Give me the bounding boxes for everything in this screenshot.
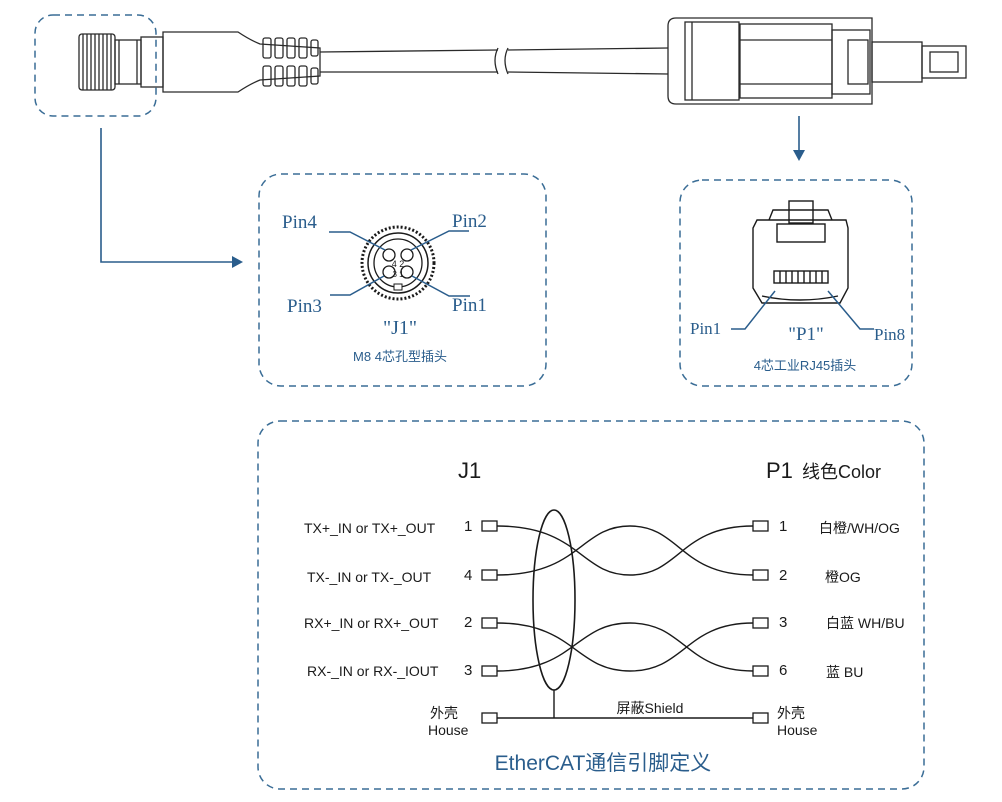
wire-color-4: 蓝 BU — [826, 664, 863, 680]
wire-color-2: 橙OG — [825, 569, 861, 585]
left-house-cn: 外壳 — [430, 705, 458, 721]
p1-connector-name: "P1" — [788, 324, 824, 345]
j1-pin3-label: Pin3 — [287, 296, 322, 317]
shield-label: 屏蔽Shield — [617, 700, 684, 716]
m8-connector-drawing — [78, 31, 321, 93]
left-pin-3: 2 — [464, 614, 472, 631]
twisted-pair-wires — [496, 525, 754, 672]
rj45-face-drawing — [752, 200, 849, 304]
j1-title: J1 — [458, 458, 481, 483]
right-terminals — [752, 520, 769, 724]
p1-pin1-label: Pin1 — [690, 319, 721, 338]
right-pin-3: 3 — [779, 614, 787, 631]
right-house-en: House — [777, 722, 818, 738]
cable-assembly — [78, 17, 967, 105]
m8-highlight-box — [34, 14, 157, 117]
left-signal-1: TX+_IN or TX+_OUT — [304, 520, 436, 536]
left-signal-2: TX-_IN or TX-_OUT — [307, 569, 432, 585]
rj45-plug-drawing — [667, 17, 967, 105]
j1-pin1-label: Pin1 — [452, 295, 487, 316]
socket-face-top-numbers: 4 2 — [392, 259, 405, 269]
socket-face-bottom-numbers: 3 1 — [392, 270, 404, 279]
p1-title: P1 — [766, 458, 793, 483]
left-pin-4: 3 — [464, 662, 472, 679]
cable-drawing — [319, 47, 669, 75]
j1-pin4-label: Pin4 — [282, 212, 317, 233]
m8-to-j1-arrow — [100, 128, 243, 268]
j1-connector-name: "J1" — [383, 317, 417, 339]
wire-color-3: 白蓝 WH/BU — [826, 615, 905, 631]
footer-title: EtherCAT通信引脚定义 — [495, 752, 712, 775]
p1-callout-box — [679, 179, 913, 387]
p1-caption: 4芯工业RJ45插头 — [754, 358, 857, 373]
wiring-box — [257, 420, 925, 790]
j1-pin2-label: Pin2 — [452, 211, 487, 232]
j1-caption: M8 4芯孔型插头 — [353, 349, 447, 364]
right-house-cn: 外壳 — [777, 705, 805, 721]
p1-pin8-label: Pin8 — [874, 325, 905, 344]
left-pin-2: 4 — [464, 567, 472, 584]
left-pin-1: 1 — [464, 518, 472, 535]
left-signal-3: RX+_IN or RX+_OUT — [304, 615, 439, 631]
left-house-en: House — [428, 722, 469, 738]
m8-socket-face: 4 2 3 1 — [360, 225, 436, 301]
right-pin-1: 1 — [779, 518, 787, 535]
j1-callout-box — [258, 173, 547, 387]
right-pin-2: 2 — [779, 567, 787, 584]
left-terminals — [481, 520, 498, 724]
rj45-to-p1-arrow — [793, 116, 805, 161]
j1-pin-leaders — [329, 230, 470, 297]
p1-pin-leaders — [731, 290, 874, 330]
right-pin-6: 6 — [779, 662, 787, 679]
color-title: 线色Color — [802, 462, 881, 482]
left-signal-4: RX-_IN or RX-_IOUT — [307, 663, 439, 679]
wire-color-1: 白橙/WH/OG — [819, 520, 900, 536]
